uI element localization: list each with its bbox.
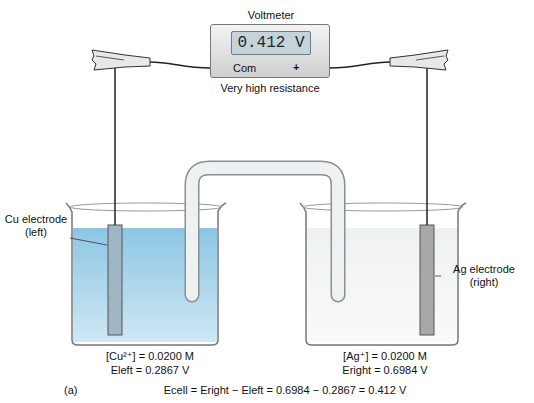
right-beaker-rim — [303, 203, 463, 211]
part-label: Cu electrode (left) — [4, 213, 68, 239]
terminal-label: + — [293, 61, 299, 74]
annotation: Very high resistance — [220, 82, 319, 95]
clip-jaw — [416, 56, 444, 60]
left-beaker — [66, 203, 226, 345]
leader-line — [70, 238, 107, 245]
panel-label: (a) — [64, 384, 77, 397]
wire — [426, 66, 428, 225]
alligator-clip — [92, 50, 150, 70]
potential-label: Eleft = 0.2867 V — [111, 364, 190, 377]
alligator-clip — [390, 50, 448, 70]
silver-electrode — [420, 225, 434, 335]
concentration-label: [Cu²⁺] = 0.0200 M — [106, 350, 194, 363]
clip-jaw — [96, 56, 124, 60]
wire — [150, 62, 210, 68]
voltmeter-box: VoltmeterCom+0.412 V — [210, 24, 330, 78]
wire — [114, 66, 116, 225]
potential-label: Eright = 0.6984 V — [342, 364, 427, 377]
concentration-label: [Ag⁺] = 0.0200 M — [343, 350, 427, 363]
wire — [330, 62, 390, 68]
display-reading: 0.412 V — [237, 34, 304, 52]
terminal-label: Com — [233, 62, 256, 75]
leader-line — [435, 276, 441, 277]
lcd-display: 0.412 V — [231, 31, 311, 55]
salt-bridge-outline — [192, 168, 338, 295]
copper-electrode — [108, 225, 122, 335]
right-beaker — [300, 203, 466, 345]
equation: Ecell = Eright − Eleft = 0.6984 − 0.2867… — [164, 384, 406, 397]
salt-bridge — [192, 168, 338, 295]
instrument-title: Voltmeter — [211, 9, 331, 22]
part-label: Ag electrode (right) — [444, 263, 524, 289]
